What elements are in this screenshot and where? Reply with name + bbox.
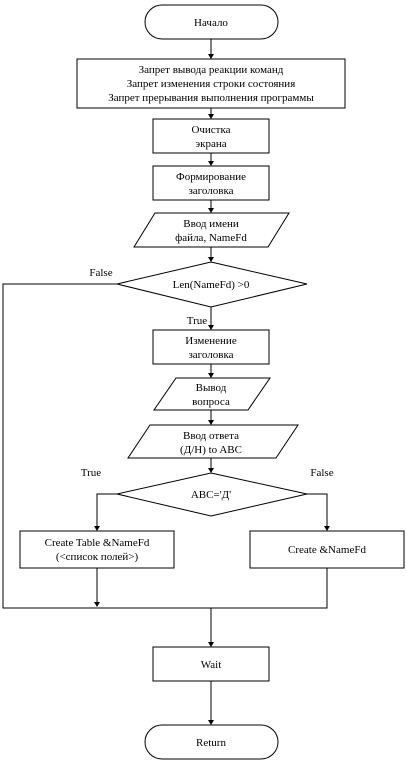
- decision-len: Len(NameFd) >0: [116, 261, 308, 308]
- len-false-label: False: [89, 267, 112, 279]
- input-answer-io: Ввод ответа (Д/Н) to ABC: [127, 424, 299, 459]
- abc-true-label: True: [81, 467, 101, 479]
- len-true-label: True: [187, 315, 207, 327]
- return-label: Return: [196, 737, 226, 749]
- abc-false-label: False: [310, 467, 333, 479]
- create-table-line-1: Create Table &NameFd: [45, 537, 150, 549]
- create-table-process: Create Table &NameFd (<список полей>): [19, 530, 175, 569]
- input-answer-line-2: (Д/Н) to ABC: [180, 444, 242, 456]
- clear-line-2: экрана: [195, 138, 226, 150]
- change-title-process: Изменение заголовка: [152, 329, 270, 365]
- prohibit-process: Запрет вывода реакции команд Запрет изме…: [76, 58, 346, 109]
- prohibit-line-2: Запрет изменения строки состояния: [127, 78, 296, 90]
- change-title-line-2: заголовка: [188, 349, 233, 361]
- output-question-line-1: Вывод: [196, 382, 227, 394]
- make-title-process: Формирование заголовка: [152, 165, 270, 201]
- make-title-line-2: заголовка: [188, 185, 233, 197]
- create-table-line-2: (<список полей>): [56, 551, 139, 563]
- wait-label: Wait: [201, 659, 222, 671]
- return-terminal: Return: [144, 724, 279, 760]
- output-question-io: Вывод вопроса: [153, 377, 271, 411]
- decision-abc: ABC='Д': [116, 472, 308, 517]
- clear-screen-process: Очистка экрана: [152, 118, 270, 154]
- wait-process: Wait: [152, 646, 270, 682]
- decision-len-label: Len(NameFd) >0: [173, 279, 250, 291]
- create-label: Create &NameFd: [288, 544, 366, 556]
- start-terminal: Начало: [144, 4, 279, 40]
- input-name-line-1: Ввод имени: [183, 218, 239, 230]
- create-process: Create &NameFd: [249, 530, 405, 569]
- clear-line-1: Очистка: [191, 124, 230, 136]
- output-question-line-2: вопроса: [192, 396, 230, 408]
- prohibit-line-3: Запрет прерывания выполнения программы: [108, 92, 314, 104]
- input-answer-line-1: Ввод ответа: [183, 430, 239, 442]
- start-label: Начало: [194, 17, 228, 29]
- decision-abc-label: ABC='Д': [191, 489, 231, 501]
- input-name-line-2: файла, NameFd: [175, 232, 247, 244]
- input-filename-io: Ввод имени файла, NameFd: [133, 212, 290, 248]
- make-title-line-1: Формирование: [176, 171, 246, 183]
- change-title-line-1: Изменение: [185, 335, 237, 347]
- prohibit-line-1: Запрет вывода реакции команд: [139, 64, 284, 76]
